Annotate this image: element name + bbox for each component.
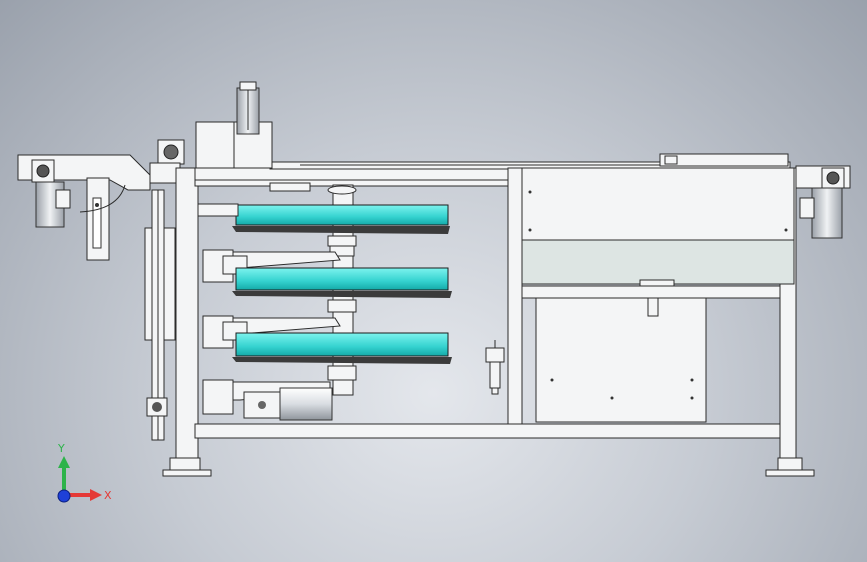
left-column — [144, 167, 212, 477]
right-cabinet — [521, 167, 795, 423]
air-regulator — [485, 340, 505, 395]
axis-x-label: X — [104, 489, 112, 502]
top-frame — [194, 153, 791, 192]
left-infeed-assembly — [17, 139, 185, 261]
coordinate-triad-icon: Y X — [57, 442, 112, 503]
right-drive-assembly — [795, 165, 851, 239]
spiral-belt-stack — [197, 184, 452, 421]
axis-y-label: Y — [57, 442, 65, 455]
top-drive-unit — [195, 81, 273, 169]
